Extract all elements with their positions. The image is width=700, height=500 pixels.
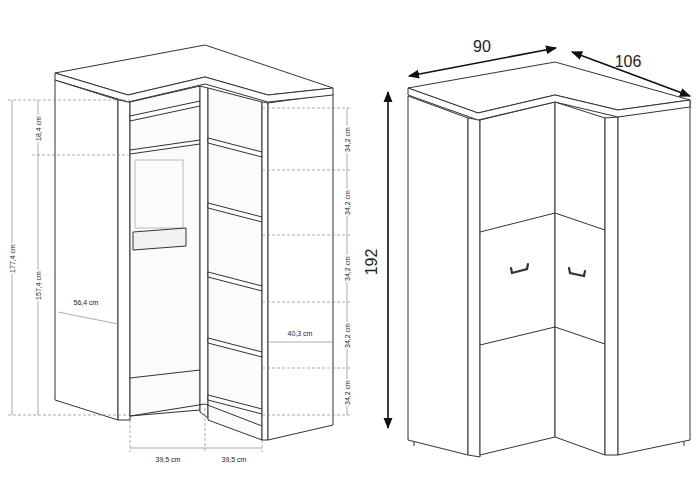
open-wardrobe-part xyxy=(130,370,200,378)
dimension-label: 18,4 cm xyxy=(35,115,42,142)
open-wardrobe-part xyxy=(268,94,333,440)
closed-wardrobe-part xyxy=(684,442,685,446)
open-wardrobe-part xyxy=(130,86,200,416)
dimension-lines-part xyxy=(262,170,352,171)
closed-wardrobe-part xyxy=(555,102,605,455)
dimension-lines-part xyxy=(262,440,263,452)
open-wardrobe-part xyxy=(118,100,130,420)
open-wardrobe-part xyxy=(208,88,262,440)
open-wardrobe-part xyxy=(208,395,262,414)
dimension-lines xyxy=(8,100,352,452)
dimension-lines-part xyxy=(205,408,206,452)
dimension-label: 34,2 cm xyxy=(344,379,351,406)
dimension-label: 34,2 cm xyxy=(344,322,351,349)
dimension-arrows-part xyxy=(387,92,389,428)
open-wardrobe-part xyxy=(205,404,262,426)
open-wardrobe-part xyxy=(130,101,200,121)
overall-dimension: 106 xyxy=(614,54,643,70)
open-wardrobe-part xyxy=(262,102,268,440)
open-wardrobe-part xyxy=(208,138,262,157)
dimension-lines-part xyxy=(32,155,130,156)
open-wardrobe-part xyxy=(208,272,262,291)
dimension-label: 177,4 cm xyxy=(9,243,16,274)
dimension-lines-part xyxy=(8,100,130,101)
dimension-label: 39,5 cm xyxy=(221,456,248,463)
overall-dimension: 90 xyxy=(472,39,492,55)
closed-wardrobe-part xyxy=(555,213,605,230)
closed-wardrobe-part xyxy=(605,117,618,455)
open-wardrobe-part xyxy=(130,404,205,416)
dimension-label: 56,4 cm xyxy=(73,299,100,306)
dimension-lines-part xyxy=(262,108,352,109)
dimension-lines-part xyxy=(262,235,352,236)
closed-wardrobe-part xyxy=(555,327,605,344)
dimension-lines-part xyxy=(262,415,352,416)
dimension-lines-part xyxy=(262,368,352,369)
closed-wardrobe-part xyxy=(480,213,555,232)
closed-wardrobe-part xyxy=(618,100,690,455)
door-handles-part xyxy=(511,264,528,273)
closed-wardrobe-part xyxy=(408,96,468,455)
door-handles-part xyxy=(569,268,585,276)
closed-wardrobe-part xyxy=(468,118,480,457)
dimension-lines-part xyxy=(268,342,333,343)
closed-wardrobe-part xyxy=(480,327,555,345)
open-wardrobe xyxy=(55,45,333,440)
closed-wardrobe xyxy=(408,62,690,457)
dimension-lines-part xyxy=(130,448,262,449)
open-wardrobe-part xyxy=(208,203,262,222)
dimension-label: 34,2 cm xyxy=(344,189,351,216)
door-handles xyxy=(511,264,585,276)
dimension-lines-part xyxy=(8,415,130,416)
open-wardrobe-part xyxy=(208,338,262,357)
open-wardrobe-part xyxy=(55,73,333,102)
open-wardrobe-part xyxy=(130,144,200,154)
closed-wardrobe-part xyxy=(480,102,555,455)
dimension-label: 39,5 cm xyxy=(155,456,182,463)
dimension-lines-part xyxy=(262,302,352,303)
dimension-arrows-part xyxy=(572,52,690,96)
open-wardrobe-part xyxy=(135,160,183,228)
dimension-label: 40,3 cm xyxy=(287,330,314,337)
closed-wardrobe-part xyxy=(408,88,690,120)
closed-wardrobe-part xyxy=(414,442,415,446)
open-wardrobe-part xyxy=(133,228,186,250)
dimension-lines-part xyxy=(130,420,131,452)
overall-dimension: 192 xyxy=(364,248,380,277)
dimension-label: 157,4 cm xyxy=(34,270,41,301)
open-wardrobe-part xyxy=(200,86,208,418)
dimension-arrows xyxy=(388,48,690,428)
dimension-lines-part xyxy=(58,312,118,324)
open-wardrobe-part xyxy=(55,80,118,420)
dimension-label: 34,2 cm xyxy=(344,126,351,153)
dimension-label: 34,2 cm xyxy=(344,255,351,282)
